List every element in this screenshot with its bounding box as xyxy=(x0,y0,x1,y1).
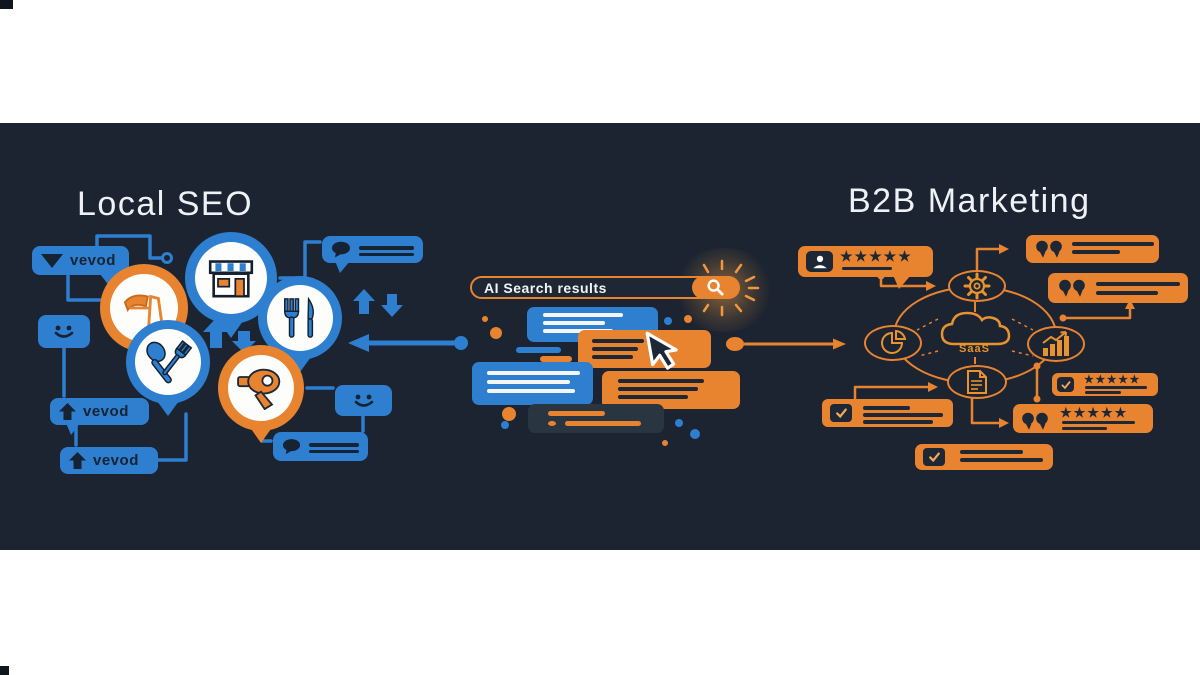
document-icon xyxy=(967,370,987,394)
map-pin-spoon-fork xyxy=(126,320,210,420)
ai-search-bar[interactable]: AI Search results xyxy=(470,276,740,299)
mouse-cursor-icon xyxy=(645,331,678,370)
smiley-icon xyxy=(354,394,373,407)
decor-dot xyxy=(490,327,502,339)
search-button[interactable] xyxy=(692,276,739,299)
decor-dot xyxy=(662,440,668,446)
bar-chart-icon xyxy=(1042,331,1069,356)
chat-bubble-2 xyxy=(273,432,368,461)
decor-dot xyxy=(501,421,509,429)
cloud-icon xyxy=(940,311,1011,346)
decor-dot xyxy=(675,419,683,427)
b2b-checkbox-card-left xyxy=(822,399,953,427)
up-arrow-icon xyxy=(59,403,76,420)
b2b-quote-stars-card: ★★★★★ xyxy=(1013,404,1153,433)
decor-dot xyxy=(690,429,700,439)
text-line xyxy=(359,246,414,250)
map-pin-hair-dryer xyxy=(218,345,304,447)
hub-node-bar-chart xyxy=(1027,326,1085,362)
bubble-tail xyxy=(893,275,911,289)
review-bubble-label: vevod xyxy=(70,252,116,269)
chat-icon xyxy=(282,439,301,455)
b2b-review-card-person: ★★★★★ xyxy=(798,246,933,277)
down-triangle-icon xyxy=(41,253,63,268)
smiley-icon xyxy=(54,325,74,338)
text-line xyxy=(309,449,359,453)
star-rating: ★★★★★ xyxy=(840,248,913,264)
star-rating: ★★★★★ xyxy=(1084,374,1141,386)
quotes-icon xyxy=(1059,279,1085,297)
b2b-check-stars-card: ★★★★★ xyxy=(1052,373,1158,396)
hair-dryer-icon xyxy=(237,368,281,410)
b2b-quote-card-2 xyxy=(1048,273,1188,303)
quotes-icon xyxy=(1022,412,1048,430)
saas-label: SaaS xyxy=(959,343,990,355)
checkmark-icon xyxy=(928,452,940,463)
storefront-icon xyxy=(208,260,254,298)
checkmark-icon xyxy=(1061,380,1070,389)
b2b-quote-card-1 xyxy=(1026,235,1159,263)
text-line xyxy=(309,443,359,447)
star-rating: ★★★★★ xyxy=(1060,405,1129,420)
review-bubble-up-1: vevod xyxy=(50,398,149,425)
map-pin-hammer xyxy=(100,264,188,368)
review-bubble-up-2: vevod xyxy=(60,447,158,474)
b2b-checkbox-card-bottom xyxy=(915,444,1053,470)
hub-node-gear xyxy=(948,270,1006,302)
gear-icon xyxy=(963,272,991,300)
chat-bubble-1 xyxy=(322,236,423,263)
pie-chart-icon xyxy=(881,329,907,354)
review-bubble-down: vevod xyxy=(32,246,129,275)
corner-mark-top xyxy=(0,0,13,9)
smiley-bubble-1 xyxy=(38,315,90,348)
decor-dot xyxy=(502,407,516,421)
quotes-icon xyxy=(1036,240,1062,258)
loose-text-bar xyxy=(516,347,561,353)
review-bubble-label: vevod xyxy=(93,452,139,469)
decor-dot xyxy=(684,315,692,323)
bubble-tail xyxy=(335,261,350,273)
chat-icon xyxy=(332,241,350,258)
magnifier-icon xyxy=(707,279,724,296)
fork-knife-icon xyxy=(284,296,314,338)
corner-mark-bottom xyxy=(0,666,9,675)
hub-node-pie xyxy=(864,325,922,361)
local-seo-title: Local SEO xyxy=(77,185,254,223)
search-query-text: AI Search results xyxy=(484,279,607,296)
map-pin-fork-knife xyxy=(258,276,342,376)
result-card-dark xyxy=(528,404,664,433)
result-card-orange-2 xyxy=(602,371,740,409)
loose-text-bar xyxy=(540,356,572,362)
result-card-blue-2 xyxy=(472,362,593,405)
checkmark-icon xyxy=(835,408,847,419)
result-card-orange-clicked[interactable] xyxy=(578,330,711,368)
person-icon xyxy=(812,255,827,268)
up-arrow-icon xyxy=(69,452,86,469)
spoon-fork-crossed-icon xyxy=(146,340,193,384)
review-bubble-label: vevod xyxy=(83,403,129,420)
text-line xyxy=(359,252,414,256)
bubble-tail xyxy=(66,423,80,435)
decor-dot xyxy=(482,316,488,322)
smiley-bubble-2 xyxy=(335,385,392,416)
b2b-marketing-title: B2B Marketing xyxy=(848,182,1091,220)
hub-node-document xyxy=(947,365,1007,399)
decor-dot xyxy=(664,317,672,325)
